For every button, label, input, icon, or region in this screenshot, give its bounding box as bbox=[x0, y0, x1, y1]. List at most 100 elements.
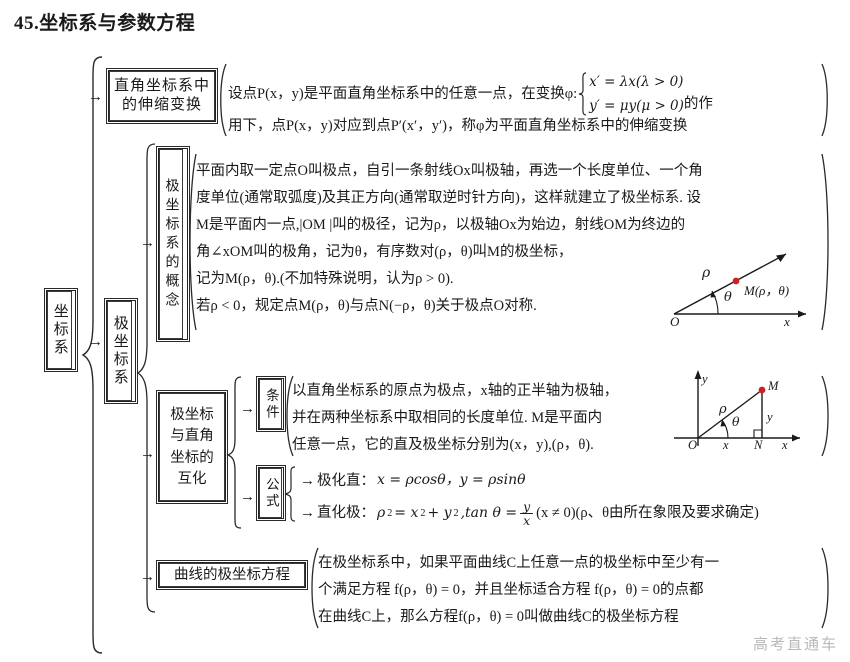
formula-line2-sup-3: 2 bbox=[453, 507, 459, 519]
arrow-to-curve-equation: → bbox=[140, 569, 155, 585]
polar-concept-line1: 平面内取一定点O叫极点，自引一条射线Ox叫极轴，再选一个长度单位、一个角 bbox=[196, 163, 703, 179]
polar-concept-right-paren bbox=[820, 152, 832, 332]
rect-figure-N-text: N bbox=[754, 438, 763, 452]
curve-equation-left-paren bbox=[308, 546, 320, 630]
formula-line2-sup-2: 2 bbox=[420, 507, 426, 519]
node-conversion: 极坐标 与直角 坐标的 互化 bbox=[156, 390, 228, 504]
watermark: 高考直通车 bbox=[752, 636, 838, 653]
stretch-system-brace: x′ = λx(λ > 0) y′ = μy(μ > 0) bbox=[577, 72, 684, 117]
arrow-to-condition: → bbox=[240, 401, 255, 417]
formula-line1-label: 极化直： bbox=[317, 473, 375, 489]
rect-figure-y-axis-text: y bbox=[702, 372, 708, 386]
formula-line2-eq-c: + y bbox=[427, 504, 452, 521]
rect-figure-M-text: M bbox=[768, 379, 779, 393]
curve-equation-line3: 在曲线C上，那么方程f(ρ，θ) = 0叫做曲线C的极坐标方程 bbox=[318, 609, 679, 625]
formula-line2-eq-d: ,tan θ = bbox=[460, 504, 518, 521]
polar-figure-label-O: O bbox=[670, 314, 679, 330]
formula-fraction-numerator: y bbox=[520, 500, 534, 515]
curve-equation-line1: 在极坐标系中，如果平面曲线C上任意一点的极坐标中至少有一 bbox=[318, 555, 720, 571]
root-brace bbox=[80, 55, 106, 655]
node-polar-concept-label: 极坐标系的概念 bbox=[159, 149, 183, 339]
stretch-equation-2: y′ = μy(μ > 0) bbox=[589, 97, 684, 114]
node-polar-system-label: 极坐标系 bbox=[107, 301, 132, 401]
polar-figure-label-point: M(ρ，θ) bbox=[744, 280, 789, 299]
node-stretch-transform-label-line2: 的伸缩变换 bbox=[121, 97, 202, 113]
formula-brace bbox=[284, 466, 298, 522]
stretch-body-line1: 设点P(x，y)是平面直角坐标系中的任意一点，在变换φ: x′ = λx(λ >… bbox=[228, 72, 824, 117]
formula-line2-eq-b: = x bbox=[394, 504, 419, 521]
node-formula: 公式 bbox=[256, 465, 286, 521]
arrow-to-formula: → bbox=[240, 489, 255, 505]
rect-figure-label-N: N bbox=[754, 438, 762, 453]
polar-figure-label-rho: ρ bbox=[702, 265, 711, 281]
stretch-equation-1: x′ = λx(λ > 0) bbox=[589, 74, 684, 90]
polar-figure-label-theta: θ bbox=[724, 290, 732, 305]
polar-concept-line2: 度单位(通常取弧度)及其正方向(通常取逆时针方向)，这样就建立了极坐标系. 设 bbox=[196, 190, 702, 206]
condition-line2: 并在两种坐标系中取相同的长度单位. M是平面内 bbox=[292, 410, 603, 426]
node-curve-equation: 曲线的极坐标方程 bbox=[156, 560, 308, 590]
formula-line1-equation: x = ρcosθ，y = ρsinθ bbox=[377, 472, 526, 489]
node-condition: 条件 bbox=[256, 376, 286, 432]
root-node-label: 坐标系 bbox=[47, 291, 72, 369]
formula-line2-eq-e: (x ≠ 0)(ρ、θ由所在象限及要求确定) bbox=[536, 505, 759, 522]
stretch-body-line2: 用下，点P(x，y)对应到点P′(x′，y′)，称φ为平面直角坐标系中的伸缩变换 bbox=[228, 118, 688, 134]
rect-figure-label-y-axis: y bbox=[702, 372, 708, 387]
rect-figure-y-seg-text: y bbox=[767, 410, 773, 424]
node-polar-concept: 极坐标系的概念 bbox=[156, 146, 190, 342]
arrow-to-conversion: → bbox=[140, 446, 155, 462]
rect-polar-figure: O y x x N y M ρ θ bbox=[666, 366, 816, 462]
node-conversion-label-l4: 互化 bbox=[177, 470, 207, 487]
formula-line2-label: 直化极： bbox=[317, 505, 375, 522]
node-stretch-transform-label-line1: 直角坐标系中 bbox=[114, 78, 211, 95]
rect-figure-label-theta: θ bbox=[732, 414, 740, 429]
node-formula-label: 公式 bbox=[259, 468, 282, 518]
polar-concept-line4: 角∠xOM叫的极角，记为θ，有序数对(ρ，θ)叫M的极坐标， bbox=[196, 244, 573, 260]
node-curve-equation-label: 曲线的极坐标方程 bbox=[159, 563, 305, 587]
arrow-to-polar-system: → bbox=[88, 334, 103, 350]
node-conversion-label-l3: 坐标的 bbox=[170, 449, 214, 466]
rect-figure-label-y-seg: y bbox=[767, 410, 773, 425]
rect-figure-label-O: O bbox=[688, 438, 697, 453]
rect-figure-label-rho: ρ bbox=[719, 402, 727, 417]
condition-left-paren bbox=[283, 374, 295, 458]
stretch-body-line1-text: 设点P(x，y)是平面直角坐标系中的任意一点，在变换φ: bbox=[228, 86, 578, 103]
stretch-body-line1-tail: 的作 bbox=[683, 96, 713, 113]
conversion-brace bbox=[226, 375, 244, 530]
page-title: 45.坐标系与参数方程 bbox=[14, 13, 196, 34]
formula-fraction-y-over-x: y x bbox=[520, 500, 534, 527]
formula-line2-eq-a: ρ bbox=[377, 504, 386, 521]
polar-concept-line6: 若ρ < 0，规定点M(ρ，θ)与点N(−ρ，θ)关于极点O对称. bbox=[196, 298, 537, 314]
rect-figure-label-M: M bbox=[768, 379, 778, 394]
polar-concept-line3: M是平面内一点,|OM |叫的极径，记为ρ，以极轴Ox为始边，射线OM为终边的 bbox=[196, 217, 686, 233]
polar-concept-line5: 记为M(ρ，θ).(不加特殊说明，认为ρ > 0). bbox=[196, 271, 454, 287]
node-conversion-label-l1: 极坐标 bbox=[170, 407, 214, 424]
polar-figure-O-text: O bbox=[670, 314, 680, 329]
rect-figure-O-text: O bbox=[688, 438, 698, 452]
rect-figure-label-x-seg: x bbox=[723, 438, 729, 453]
root-node-coordinate-system: 坐标系 bbox=[44, 288, 78, 372]
node-conversion-label-l2: 与直角 bbox=[170, 428, 214, 445]
stretch-body-left-paren bbox=[216, 62, 228, 138]
polar-figure-point-text: M(ρ，θ) bbox=[744, 283, 790, 298]
condition-right-paren bbox=[820, 374, 832, 458]
polar-brace bbox=[136, 142, 158, 614]
node-condition-label: 条件 bbox=[259, 379, 282, 429]
curve-equation-line2: 个满足方程 f(ρ，θ) = 0，并且坐标适合方程 f(ρ，θ) = 0的点都 bbox=[318, 582, 704, 598]
arrow-polar-to-rect: → bbox=[300, 472, 315, 489]
curve-equation-right-paren bbox=[820, 546, 832, 630]
rect-figure-x-axis-text: x bbox=[782, 438, 788, 452]
node-polar-system: 极坐标系 bbox=[104, 298, 138, 404]
rect-figure-x-seg-text: x bbox=[723, 438, 729, 452]
rect-figure-label-x-axis: x bbox=[782, 438, 788, 453]
polar-figure-x-text: x bbox=[784, 314, 790, 329]
arrow-rect-to-polar: → bbox=[300, 505, 315, 522]
stretch-body-right-paren bbox=[820, 62, 832, 138]
formula-line1: → 极化直： x = ρcosθ，y = ρsinθ bbox=[300, 470, 526, 492]
polar-coordinate-figure: O x ρ θ M(ρ，θ) bbox=[660, 248, 820, 332]
condition-line1: 以直角坐标系的原点为极点，x轴的正半轴为极轴， bbox=[292, 383, 619, 399]
polar-concept-left-paren bbox=[186, 152, 198, 332]
condition-line3: 任意一点，它的直及极坐标分别为(x，y),(ρ，θ). bbox=[292, 437, 594, 453]
arrow-to-stretch-transform: → bbox=[88, 89, 103, 105]
